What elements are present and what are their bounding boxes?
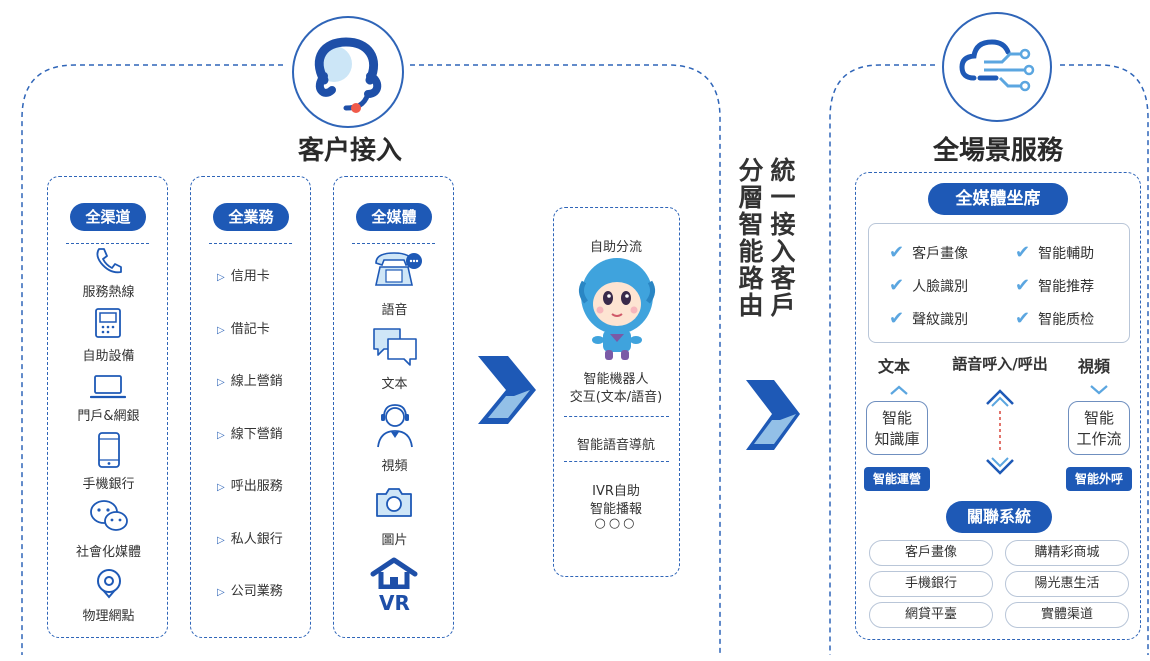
ivr-line2: 智能播報: [589, 502, 642, 517]
check-icon: ✔: [1015, 308, 1031, 329]
bidirectional-arrow-icon: [986, 389, 1014, 475]
smart-outbound-tag: 智能外呼: [1066, 467, 1132, 491]
cloud-network-icon: [959, 39, 1035, 92]
triangle-icon: ▷: [217, 325, 225, 336]
robot-mascot-icon: [578, 258, 656, 360]
feature-item: ✔聲紋識別: [889, 308, 969, 329]
channel-label: 社會化媒體: [75, 545, 141, 560]
business-item: ▷線上營銷: [217, 374, 283, 389]
related-systems-heading: 關聯系統: [946, 501, 1052, 533]
routing-intelligent-routing-text: 分層智 能路由: [738, 156, 764, 320]
related-system-item: 客戶畫像: [869, 540, 993, 566]
text-channel-label: 文本: [878, 357, 911, 376]
business-item: ▷呼出服務: [217, 479, 283, 494]
related-system-item: 購精彩商城: [1005, 540, 1129, 566]
laptop-icon: [90, 375, 126, 399]
headset-logo: [292, 16, 404, 128]
feature-item: ✔客戶畫像: [889, 242, 969, 263]
channel-label: 服務熱線: [82, 285, 135, 300]
vr-house-icon: [370, 557, 418, 589]
triangle-icon: ▷: [217, 430, 225, 441]
divider: [564, 461, 669, 462]
business-column: 全業務 ▷信用卡 ▷借記卡 ▷線上營銷 ▷線下營銷 ▷呼出服務 ▷私人銀行 ▷公…: [190, 176, 311, 638]
arrow-right-icon: [746, 380, 800, 450]
robot-caption-line2: 交互(文本/語音): [569, 390, 663, 405]
telephone-icon: [375, 252, 422, 286]
feature-item: ✔智能质检: [1015, 308, 1095, 329]
channel-label: 自助設備: [82, 349, 135, 364]
related-system-item: 手機銀行: [869, 571, 993, 597]
channel-label: 物理網點: [82, 609, 135, 624]
media-label: 視頻: [381, 459, 408, 474]
check-icon: ✔: [889, 275, 905, 296]
triangle-icon: ▷: [217, 272, 225, 283]
video-agent-icon: [377, 404, 413, 448]
right-panel-title: 全場景服務: [932, 136, 1063, 166]
self-service-title: 自助分流: [589, 240, 642, 255]
voice-navigation-label: 智能語音導航: [576, 438, 655, 453]
channel-label: 門戶&網銀: [77, 409, 140, 424]
check-icon: ✔: [889, 242, 905, 263]
workflow-box: 智能 工作流: [1068, 401, 1130, 455]
feature-item: ✔智能輔助: [1015, 242, 1095, 263]
omni-seat-box: 全媒體坐席 ✔客戶畫像 ✔人臉識別 ✔聲紋識別 ✔智能輔助 ✔智能推荐 ✔智能质…: [855, 172, 1141, 640]
business-item: ▷信用卡: [217, 269, 270, 284]
chat-bubbles-icon: [373, 328, 417, 366]
chevron-up-icon: [890, 385, 908, 395]
ivr-dots: ○○○: [594, 516, 638, 531]
camera-icon: [376, 488, 412, 517]
feature-item: ✔人臉識別: [889, 275, 969, 296]
features-box: ✔客戶畫像 ✔人臉識別 ✔聲紋識別 ✔智能輔助 ✔智能推荐 ✔智能质检: [868, 223, 1130, 343]
phone-icon: [96, 248, 122, 274]
video-channel-label: 視頻: [1078, 357, 1111, 376]
media-label: 語音: [381, 303, 408, 318]
media-label: 文本: [381, 377, 408, 392]
business-heading: 全業務: [213, 203, 289, 231]
self-service-box: 自助分流 智能機器人 交互(文本/語音) 智能語音導航 IVR自助 智能播報 ○…: [553, 207, 680, 577]
related-system-item: 網貸平臺: [869, 602, 993, 628]
knowledge-base-box: 智能 知識庫: [866, 401, 928, 455]
routing-unified-access-text: 統一接 入客戶: [770, 156, 796, 320]
business-item: ▷借記卡: [217, 322, 270, 337]
location-pin-icon: [97, 569, 121, 599]
triangle-icon: ▷: [217, 535, 225, 546]
triangle-icon: ▷: [217, 377, 225, 388]
mobile-phone-icon: [98, 432, 120, 468]
check-icon: ✔: [1015, 275, 1031, 296]
business-item: ▷私人銀行: [217, 532, 283, 547]
seat-heading: 全媒體坐席: [928, 183, 1068, 215]
triangle-icon: ▷: [217, 482, 225, 493]
media-column: 全媒體 語音 文本 視頻 圖片 VR: [333, 176, 454, 638]
triangle-icon: ▷: [217, 587, 225, 598]
related-system-item: 實體渠道: [1005, 602, 1129, 628]
kiosk-icon: [95, 308, 121, 338]
media-label: 圖片: [381, 533, 408, 548]
headset-icon: [314, 37, 382, 113]
channels-heading: 全渠道: [70, 203, 146, 231]
smart-operations-tag: 智能運營: [864, 467, 930, 491]
chevron-down-icon: [1090, 385, 1108, 395]
divider: [564, 416, 669, 417]
business-item: ▷線下營銷: [217, 427, 283, 442]
media-heading: 全媒體: [356, 203, 432, 231]
channel-label: 手機銀行: [82, 477, 135, 492]
vr-label: VR: [379, 591, 410, 615]
left-panel-title: 客户接入: [297, 136, 402, 166]
ivr-line1: IVR自助: [592, 484, 640, 499]
check-icon: ✔: [889, 308, 905, 329]
voice-channel-label: 語音呼入/呼出: [952, 355, 1048, 373]
robot-caption-line1: 智能機器人: [583, 372, 649, 387]
feature-item: ✔智能推荐: [1015, 275, 1095, 296]
cloud-logo: [942, 12, 1052, 122]
related-system-item: 陽光惠生活: [1005, 571, 1129, 597]
wechat-icon: [90, 500, 128, 531]
arrow-right-icon: [478, 356, 536, 424]
business-item: ▷公司業務: [217, 584, 283, 599]
check-icon: ✔: [1015, 242, 1031, 263]
channels-column: 全渠道 服務熱線 自助設備 門戶&網銀 手機銀行 社會化媒體 物理網點: [47, 176, 168, 638]
